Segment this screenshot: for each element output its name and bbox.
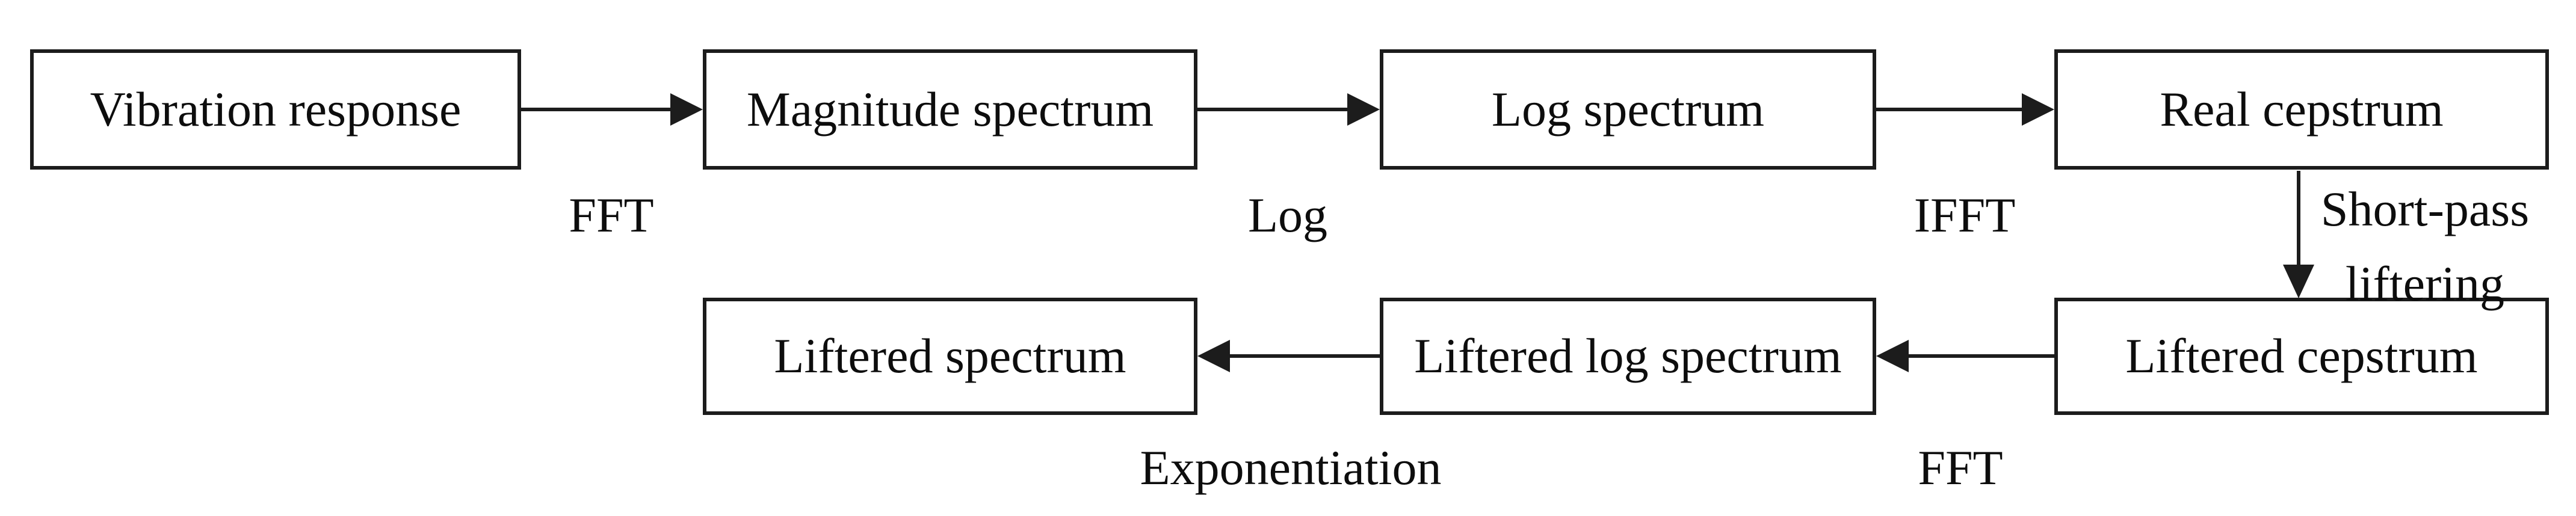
arrow-fft-bottom-line bbox=[1906, 354, 2054, 358]
node-liftered-cepstrum: Liftered cepstrum bbox=[2054, 298, 2549, 415]
arrowhead-left-icon bbox=[1197, 340, 1230, 372]
node-liftered-log-spectrum: Liftered log spectrum bbox=[1380, 298, 1876, 415]
arrowhead-down-icon bbox=[2283, 265, 2314, 298]
edge-label-fft-top: FFT bbox=[569, 188, 654, 242]
edge-label-ifft: IFFT bbox=[1913, 188, 2016, 242]
arrow-short-pass-liftering-line bbox=[2297, 171, 2300, 266]
edge-label-fft-bottom: FFT bbox=[1918, 440, 2003, 495]
arrow-ifft-line bbox=[1876, 108, 2024, 111]
arrowhead-right-icon bbox=[670, 93, 703, 126]
arrow-log-line bbox=[1197, 108, 1350, 111]
node-magnitude-spectrum: Magnitude spectrum bbox=[703, 49, 1197, 170]
arrowhead-right-icon bbox=[2022, 93, 2054, 126]
arrowhead-left-icon bbox=[1876, 340, 1909, 372]
arrow-exponentiation-line bbox=[1228, 354, 1380, 358]
edge-label-short-pass-liftering: Short-pass liftering bbox=[2320, 182, 2530, 311]
node-vibration-response: Vibration response bbox=[30, 49, 521, 170]
node-log-spectrum: Log spectrum bbox=[1380, 49, 1876, 170]
arrow-fft-line bbox=[521, 108, 673, 111]
edge-label-exponentiation: Exponentiation bbox=[1140, 440, 1442, 495]
edge-label-log: Log bbox=[1247, 188, 1328, 242]
node-liftered-spectrum: Liftered spectrum bbox=[703, 298, 1197, 415]
arrowhead-right-icon bbox=[1347, 93, 1380, 126]
node-real-cepstrum: Real cepstrum bbox=[2054, 49, 2549, 170]
